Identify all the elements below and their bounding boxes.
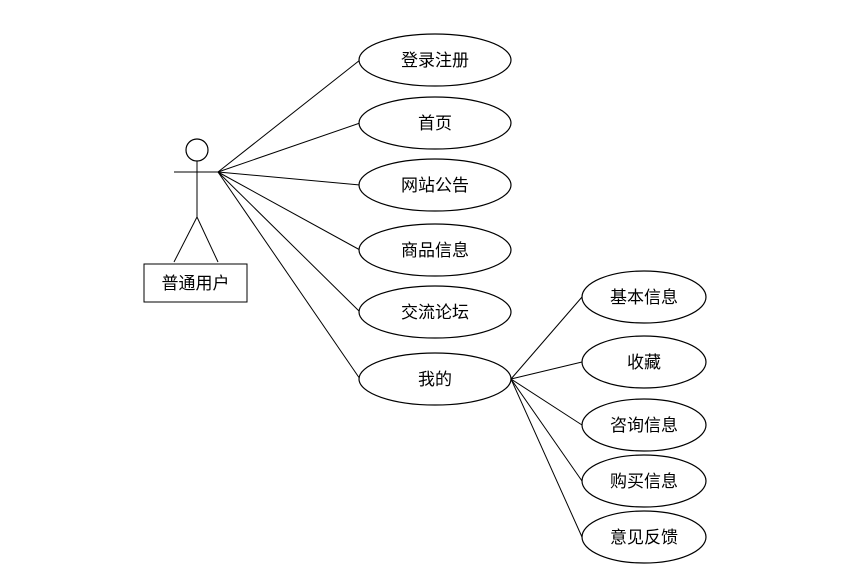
sub-use-case-favorites: 收藏 (581, 335, 707, 389)
association-login (217, 59, 361, 173)
use-case-ellipse (581, 398, 707, 452)
actor-label: 普通用户 (162, 274, 230, 294)
association-basic-info (510, 296, 583, 380)
use-case-label: 商品信息 (401, 241, 469, 261)
use-case-label: 登录注册 (401, 51, 469, 71)
sub-associations (510, 296, 583, 538)
association-feedback (510, 378, 583, 538)
use-case-label: 购买信息 (610, 472, 678, 492)
use-case-ellipse (581, 454, 707, 508)
use-case-label: 首页 (418, 114, 452, 134)
use-case-ellipse (358, 33, 512, 87)
use-case-label: 基本信息 (610, 288, 678, 308)
use-case-ellipse (358, 158, 512, 212)
use-case-ellipse (358, 96, 512, 150)
sub-use-case-basic-info: 基本信息 (581, 270, 707, 324)
use-case-ellipse (358, 223, 512, 277)
association-forum (217, 171, 361, 313)
use-case-login: 登录注册 (358, 33, 512, 87)
association-product (217, 171, 361, 251)
use-case-label: 收藏 (627, 353, 661, 373)
use-case-home: 首页 (358, 96, 512, 150)
use-case-label: 意见反馈 (610, 528, 678, 548)
use-case-label: 咨询信息 (610, 416, 678, 436)
actor-label-frame (143, 263, 248, 303)
actor-right-leg (196, 216, 219, 263)
association-mine (217, 171, 361, 380)
use-case-label: 交流论坛 (401, 303, 469, 323)
actor-associations (217, 59, 361, 380)
association-purchase (510, 378, 583, 482)
use-case-ellipse (581, 270, 707, 324)
actor-left-leg (173, 216, 198, 263)
use-case-label: 网站公告 (401, 176, 469, 196)
association-home (217, 122, 361, 173)
association-announcement (217, 171, 361, 186)
association-favorites (510, 361, 583, 380)
use-case-announcement: 网站公告 (358, 158, 512, 212)
use-case-ellipse (581, 510, 707, 564)
use-case-label: 我的 (418, 370, 452, 390)
use-case-ellipse (581, 335, 707, 389)
sub-use-case-inquiry: 咨询信息 (581, 398, 707, 452)
association-inquiry (510, 378, 583, 426)
use-case-forum: 交流论坛 (358, 285, 512, 339)
actor-head (185, 138, 209, 162)
use-case-ellipse (358, 352, 512, 406)
actor-stick-figure (173, 138, 219, 263)
sub-use-case-feedback: 意见反馈 (581, 510, 707, 564)
actor-label-box: 普通用户 (143, 263, 248, 303)
use-case-mine: 我的 (358, 352, 512, 406)
use-case-product: 商品信息 (358, 223, 512, 277)
sub-use-case-purchase: 购买信息 (581, 454, 707, 508)
use-case-ellipse (358, 285, 512, 339)
